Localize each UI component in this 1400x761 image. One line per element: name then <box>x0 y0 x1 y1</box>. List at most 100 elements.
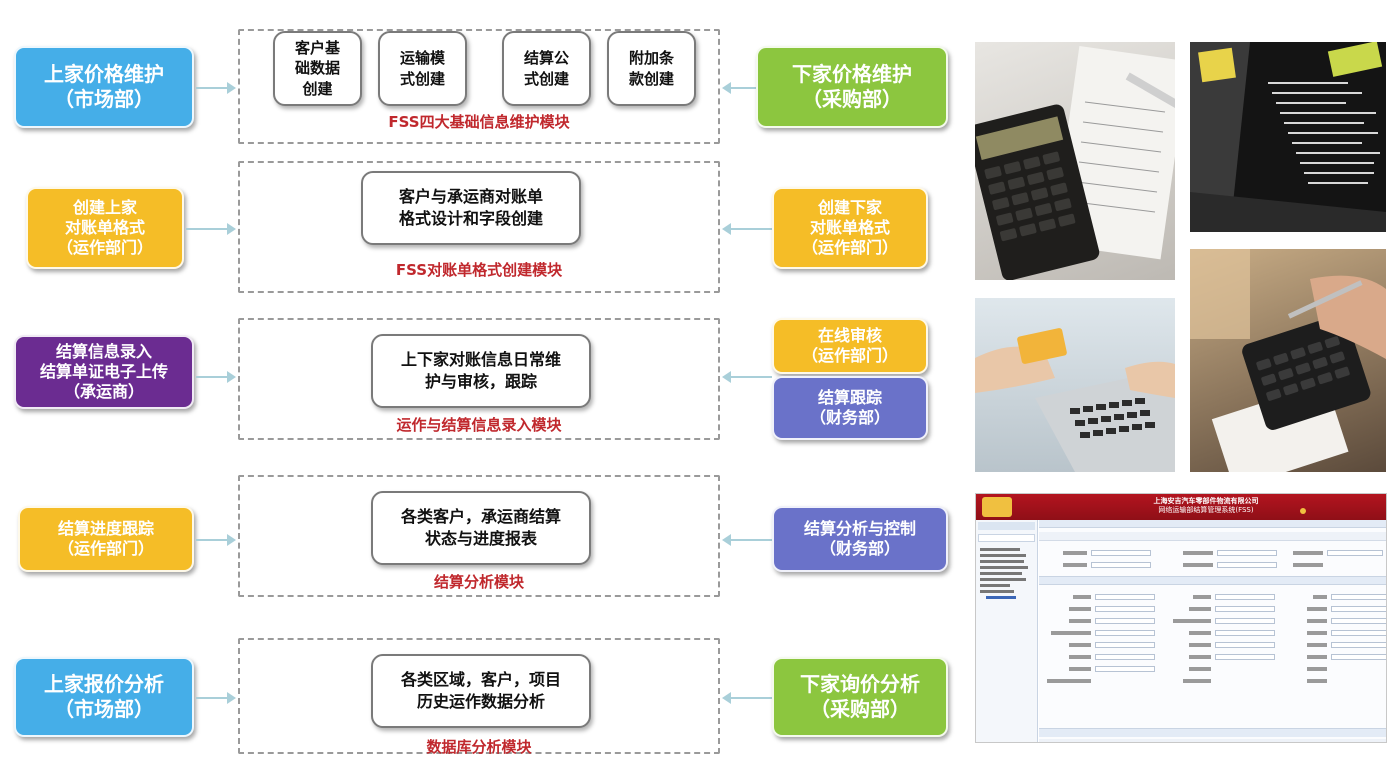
card-status-report: 各类客户，承运商结算 状态与进度报表 <box>371 491 591 565</box>
box-text: （财务部） <box>819 539 900 558</box>
card-text: 创建 <box>302 79 333 98</box>
arrow-right <box>196 371 236 383</box>
photo-calculator <box>975 42 1175 280</box>
arrow-right <box>196 692 236 704</box>
box-create-downstream-statement: 创建下家 对账单格式 （运作部门） <box>772 187 928 269</box>
module-title: 数据库分析模块 <box>426 738 532 756</box>
box-text: （运作部门） <box>56 238 153 257</box>
box-create-upstream-statement: 创建上家 对账单格式 （运作部门） <box>26 187 184 269</box>
card-text: 附加条 <box>628 49 674 68</box>
credit-card-illustration <box>975 328 1175 472</box>
box-text: 结算单证电子上传 <box>39 362 168 381</box>
card-text: 上下家对账信息日常维 <box>400 350 561 370</box>
card-text: 础数据 <box>294 59 340 78</box>
fss-main <box>1039 520 1386 742</box>
box-upstream-price-maintenance: 上家价格维护 （市场部） <box>14 46 194 128</box>
sidebar-header <box>978 522 1035 530</box>
card-text: 式创建 <box>399 69 445 88</box>
fss-grid-toolbar <box>1039 728 1386 737</box>
fss-sidebar <box>976 520 1038 742</box>
box-text: （运作部门） <box>801 346 898 365</box>
module-basic-info: 客户基 础数据 创建 运输模 式创建 结算公 式创建 附加条 款创建 FSS四大… <box>238 29 720 144</box>
box-text: 下家询价分析 <box>800 672 920 696</box>
card-transport-mode: 运输模 式创建 <box>378 31 467 106</box>
box-text: 结算分析与控制 <box>803 519 916 538</box>
arrow-right <box>196 82 236 94</box>
fss-company-name: 上海安吉汽车零部件物流有限公司 <box>1153 497 1259 505</box>
box-text: 结算跟踪 <box>817 388 882 407</box>
box-settlement-progress: 结算进度跟踪 （运作部门） <box>18 506 194 572</box>
card-text: 格式设计和字段创建 <box>398 209 543 228</box>
box-text: 创建下家 <box>817 198 882 217</box>
card-statement-design: 客户与承运商对账单 格式设计和字段创建 <box>361 171 581 245</box>
fss-grid-header <box>1039 739 1386 742</box>
fss-toolbar <box>1039 532 1386 541</box>
card-text: 各类区域，客户，项目 <box>400 670 561 690</box>
card-customer-data: 客户基 础数据 创建 <box>273 31 362 106</box>
box-settlement-tracking: 结算跟踪 （财务部） <box>772 376 928 440</box>
fss-system-name: 网络运输部结算管理系统(FSS) <box>1158 506 1254 515</box>
card-text: 状态与进度报表 <box>424 529 537 548</box>
arrow-left <box>722 534 772 546</box>
fss-section-bar <box>1039 576 1386 585</box>
box-downstream-price-maintenance: 下家价格维护 （采购部） <box>756 46 948 128</box>
arrow-right <box>196 534 236 546</box>
box-text: （运作部门） <box>57 539 154 558</box>
module-title: FSS对账单格式创建模块 <box>395 261 563 279</box>
box-settlement-control: 结算分析与控制 （财务部） <box>772 506 948 572</box>
arrow-left <box>722 371 772 383</box>
arrow-left <box>722 82 756 94</box>
hand-calculator-illustration <box>1190 249 1386 472</box>
module-statement-format: 客户与承运商对账单 格式设计和字段创建 FSS对账单格式创建模块 <box>238 161 720 293</box>
module-title: 结算分析模块 <box>433 573 524 591</box>
box-text: （承运商） <box>63 382 144 401</box>
calculator-illustration <box>975 46 1175 280</box>
fss-header: 上海安吉汽车零部件物流有限公司 网络运输部结算管理系统(FSS) <box>976 494 1386 520</box>
arrow-left <box>722 692 772 704</box>
photo-credit-card <box>975 298 1175 472</box>
box-upstream-quote-analysis: 上家报价分析 （市场部） <box>14 657 194 737</box>
fss-tab-strip <box>1039 520 1386 528</box>
card-text: 客户基 <box>294 39 340 58</box>
card-text: 各类客户，承运商结算 <box>400 507 561 527</box>
box-text: 上家价格维护 <box>44 62 164 86</box>
company-logo <box>982 497 1012 517</box>
card-text: 结算公 <box>523 49 569 68</box>
fss-header-title: 上海安吉汽车零部件物流有限公司 网络运输部结算管理系统(FSS) <box>1106 497 1306 515</box>
photo-hand-calculator <box>1190 249 1386 472</box>
box-text: （市场部） <box>54 87 154 111</box>
box-text: 上家报价分析 <box>44 672 164 696</box>
box-text: 对账单格式 <box>64 218 145 237</box>
arrow-left <box>722 223 772 235</box>
sidebar-tree <box>980 548 1033 599</box>
box-text: （市场部） <box>54 697 154 721</box>
photo-laptop-code <box>1190 42 1386 232</box>
box-settlement-entry: 结算信息录入 结算单证电子上传 （承运商） <box>14 335 194 409</box>
module-settlement-analysis: 各类客户，承运商结算 状态与进度报表 结算分析模块 <box>238 475 720 597</box>
box-downstream-inquiry-analysis: 下家询价分析 （采购部） <box>772 657 948 737</box>
box-online-review: 在线审核 （运作部门） <box>772 318 928 374</box>
arrow-right <box>186 223 236 235</box>
box-text: 创建上家 <box>72 198 137 217</box>
card-daily-maintenance: 上下家对账信息日常维 护与审核，跟踪 <box>371 334 591 408</box>
card-additional-terms: 附加条 款创建 <box>607 31 696 106</box>
box-text: 在线审核 <box>817 326 882 345</box>
box-text: 结算信息录入 <box>55 342 152 361</box>
box-text: （财务部） <box>809 408 890 427</box>
card-text: 运输模 <box>399 49 445 68</box>
code-screen-illustration <box>1190 42 1386 232</box>
box-text: 对账单格式 <box>809 218 890 237</box>
card-text: 客户与承运商对账单 <box>398 187 543 207</box>
card-text: 款创建 <box>628 69 674 88</box>
module-title: 运作与结算信息录入模块 <box>396 416 562 434</box>
box-text: （运作部门） <box>801 238 898 257</box>
module-operation-entry: 上下家对账信息日常维 护与审核，跟踪 运作与结算信息录入模块 <box>238 318 720 440</box>
card-text: 历史运作数据分析 <box>416 692 545 711</box>
fss-system-screenshot: 上海安吉汽车零部件物流有限公司 网络运输部结算管理系统(FSS) <box>975 493 1387 743</box>
box-text: 下家价格维护 <box>792 62 912 86</box>
box-text: （采购部） <box>802 87 902 111</box>
card-history-analysis: 各类区域，客户，项目 历史运作数据分析 <box>371 654 591 728</box>
card-text: 式创建 <box>523 69 569 88</box>
sidebar-toolbar <box>978 534 1035 542</box>
box-text: （采购部） <box>810 697 910 721</box>
